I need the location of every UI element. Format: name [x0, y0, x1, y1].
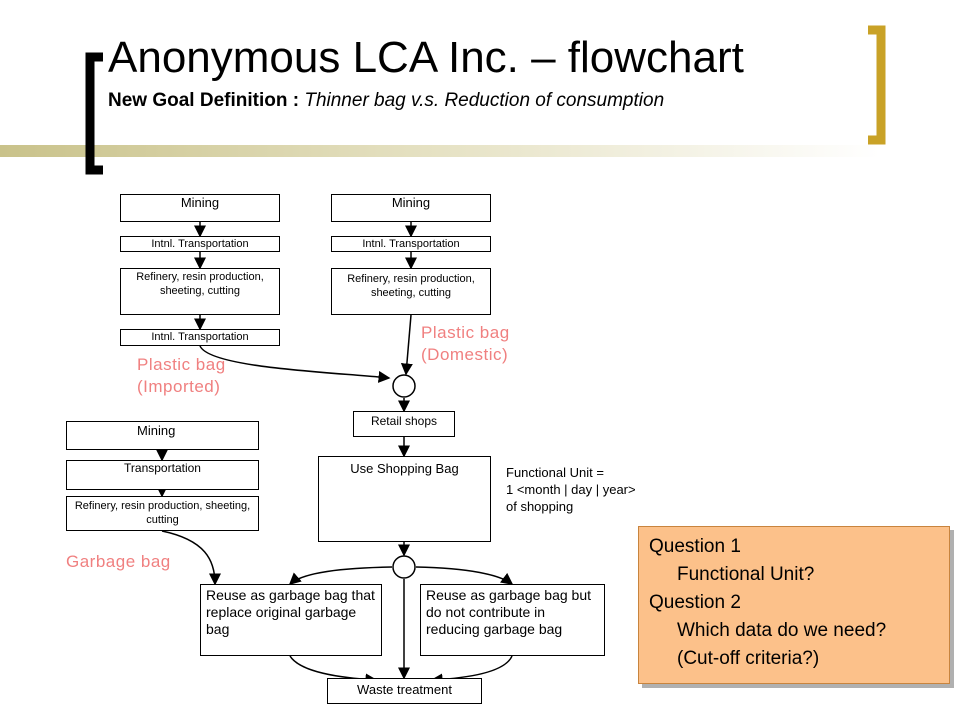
right-bracket — [868, 25, 886, 145]
functional-unit-line1: Functional Unit = — [506, 465, 604, 480]
question-1-heading: Question 1 — [649, 536, 741, 557]
split-node — [392, 555, 416, 579]
subtitle-text: Thinner bag v.s. Reduction of consumptio… — [304, 90, 665, 111]
retail-shops-box: Retail shops — [353, 411, 455, 437]
questions-callout: Question 1 Functional Unit? Question 2 W… — [638, 526, 950, 684]
imported-transport-box: Intnl. Transportation — [120, 236, 280, 252]
imported-mining-box: Mining — [120, 194, 280, 222]
garbage-mining-box: Mining — [66, 421, 259, 450]
subtitle-label: New Goal Definition : — [108, 90, 305, 111]
reuse-replace-box: Reuse as garbage bag that replace origin… — [200, 584, 382, 656]
functional-unit-note: Functional Unit = 1 <month | day | year>… — [506, 464, 636, 515]
domestic-plastic-bag-label: Plastic bag (Domestic) — [421, 323, 510, 364]
page-title: Anonymous LCA Inc. – flowchart — [108, 33, 744, 82]
garbage-transport-box: Transportation — [66, 460, 259, 490]
question-2-heading: Question 2 — [649, 592, 741, 613]
functional-unit-line2: 1 <month | day | year> — [506, 482, 636, 497]
question-2-text: Which data do we need? — [677, 620, 887, 641]
domestic-transport-box: Intnl. Transportation — [331, 236, 491, 252]
garbage-refinery-box: Refinery, resin production, sheeting, cu… — [66, 496, 259, 531]
reuse-no-contribution-box: Reuse as garbage bag but do not contribu… — [420, 584, 605, 656]
garbage-bag-label: Garbage bag — [66, 552, 171, 571]
imported-plastic-bag-label: Plastic bag (Imported) — [137, 355, 226, 396]
merge-node — [392, 374, 416, 398]
imported-transport2-box: Intnl. Transportation — [120, 329, 280, 346]
question-1-text: Functional Unit? — [677, 564, 815, 585]
waste-treatment-box: Waste treatment — [327, 678, 482, 704]
use-shopping-bag-box: Use Shopping Bag — [318, 456, 491, 542]
question-2-subtext: (Cut-off criteria?) — [677, 648, 820, 669]
imported-refinery-box: Refinery, resin production, sheeting, cu… — [120, 268, 280, 315]
left-bracket — [85, 52, 103, 175]
page-subtitle: New Goal Definition : Thinner bag v.s. R… — [108, 90, 664, 112]
title-underline-bar — [0, 145, 880, 157]
functional-unit-line3: of shopping — [506, 499, 574, 514]
domestic-refinery-box: Refinery, resin production, sheeting, cu… — [331, 268, 491, 315]
domestic-mining-box: Mining — [331, 194, 491, 222]
